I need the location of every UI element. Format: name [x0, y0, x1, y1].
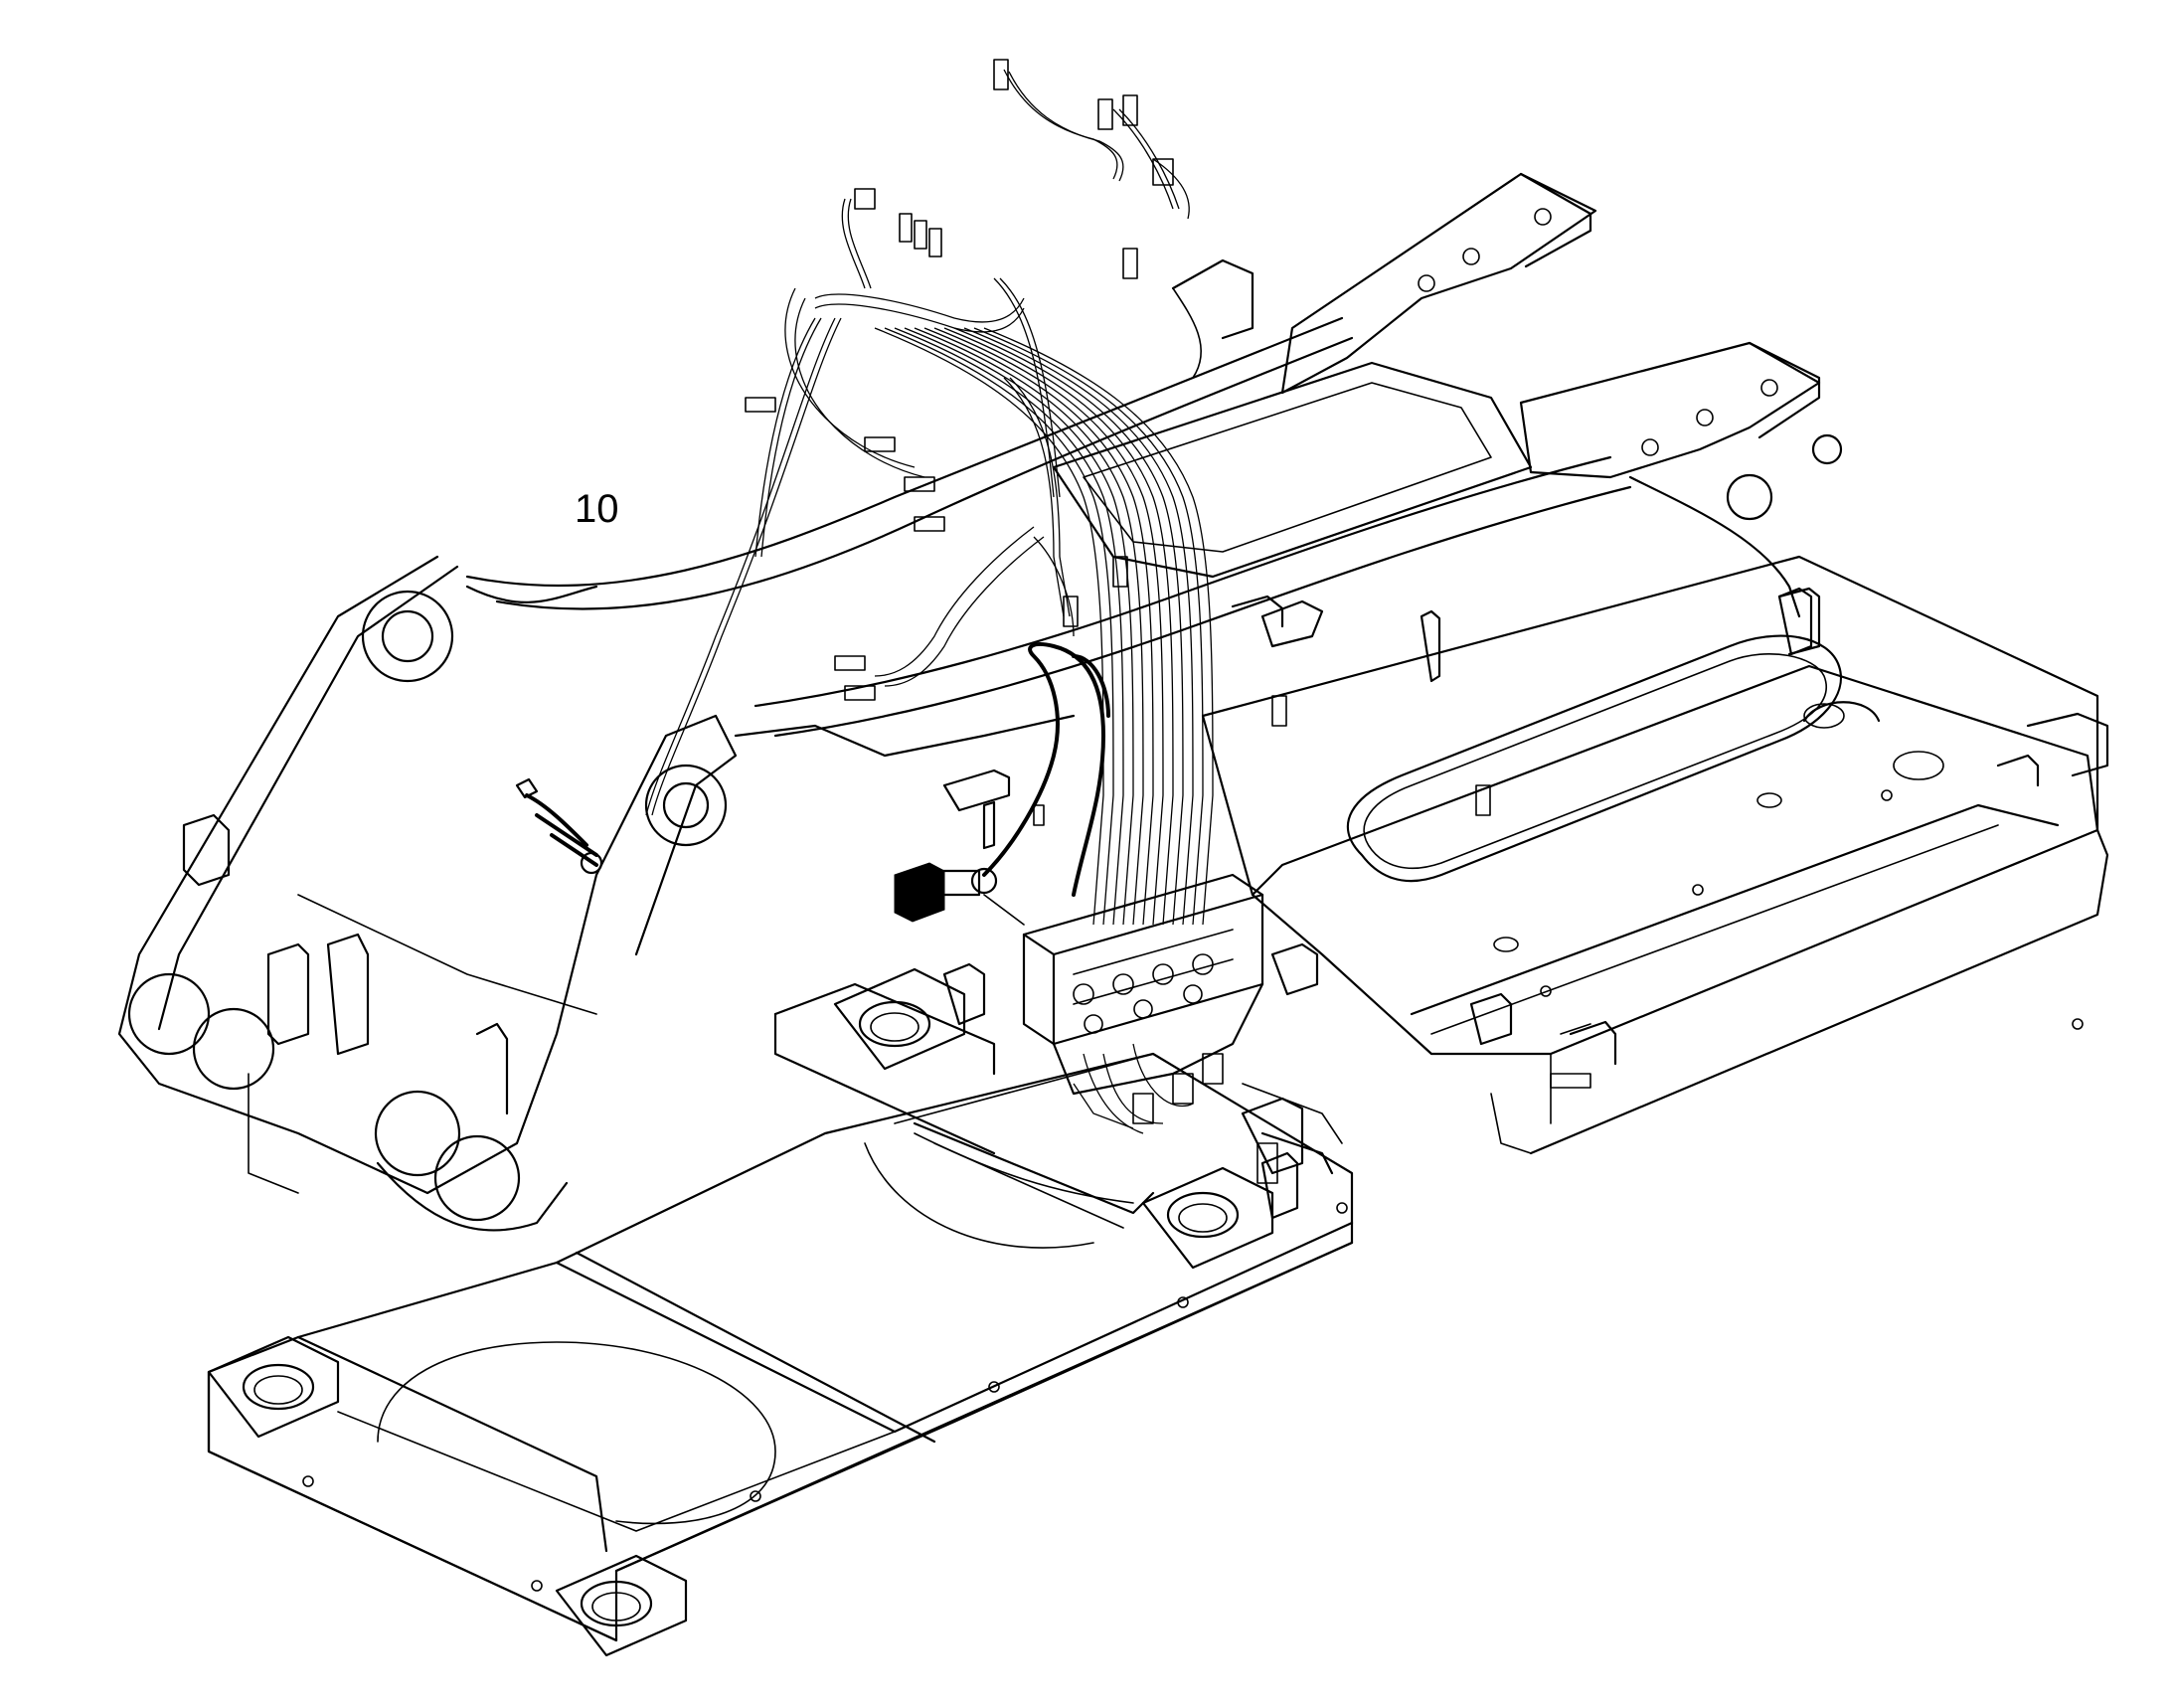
lower-right-frame — [1201, 555, 2109, 1155]
upper-right-frame — [465, 172, 1843, 738]
callout-label-10: 10 — [575, 487, 619, 531]
highlighted-hose-assembly — [515, 642, 1110, 926]
hydraulic-hose-bundle — [645, 59, 1214, 926]
turntable-base-frame — [207, 967, 1354, 1657]
control-valve-block — [1022, 873, 1343, 1184]
mounting-blocks — [942, 556, 2040, 1220]
boom-mount-frame — [117, 555, 1076, 1232]
